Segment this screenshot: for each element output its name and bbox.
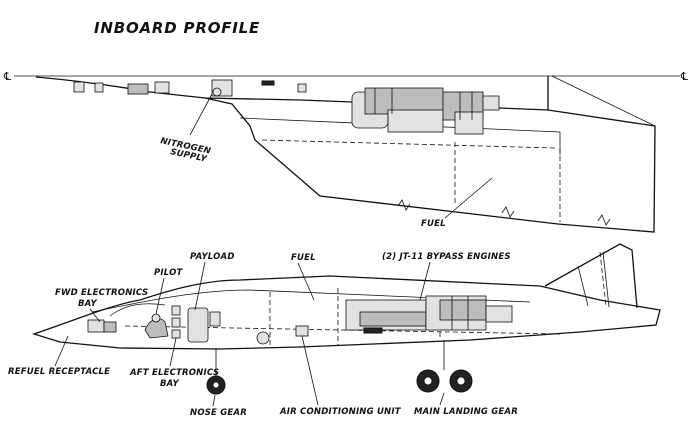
side-fin-dash xyxy=(599,251,607,307)
leader-nitrogen xyxy=(189,93,213,136)
side-view: PAYLOAD FUEL (2) JT-11 BYPASS ENGINES PI… xyxy=(8,243,661,418)
top-equipment-box-1 xyxy=(73,81,85,93)
top-break-mark-3 xyxy=(597,214,611,226)
top-equipment-box-5 xyxy=(297,83,307,93)
top-engine xyxy=(351,87,500,135)
label-payload: PAYLOAD xyxy=(190,252,235,262)
side-upper-inner xyxy=(91,289,531,313)
side-aft-bay-box-3 xyxy=(171,329,181,339)
top-equipment-box-2 xyxy=(94,82,104,93)
leader-refuel xyxy=(54,335,69,367)
side-canopy xyxy=(109,303,166,317)
label-side-fuel: FUEL xyxy=(291,253,316,263)
side-ac-dial xyxy=(256,331,270,345)
label-aft-electronics-line2: BAY xyxy=(160,379,179,389)
label-aft-electronics-line1: AFT ELECTRONICS xyxy=(129,368,219,378)
leader-aft-electronics xyxy=(169,337,177,367)
leader-engines xyxy=(419,261,431,301)
label-top-fuel: FUEL xyxy=(421,219,446,229)
top-inner-structure xyxy=(239,117,561,155)
leader-nose-gear xyxy=(212,394,216,407)
top-equipment-box-3 xyxy=(127,83,149,95)
top-tail-sweep xyxy=(551,75,656,127)
leader-top-fuel xyxy=(444,177,493,219)
top-fuselage-outline xyxy=(35,76,656,233)
drawing-title: INBOARD PROFILE xyxy=(94,19,260,37)
centerline-marker-left: ℄ xyxy=(3,70,11,83)
side-engine xyxy=(345,295,513,334)
side-fwd-bay-box-2 xyxy=(103,321,117,333)
leader-side-fuel xyxy=(297,262,315,301)
side-payload-hatch xyxy=(209,311,221,327)
label-fwd-electronics-line1: FWD ELECTRONICS xyxy=(55,288,148,298)
side-ac-unit xyxy=(295,325,309,337)
side-aft-bay-box-1 xyxy=(171,305,181,316)
side-fin-rib-2 xyxy=(602,251,610,308)
top-fuel-boundary xyxy=(261,139,556,149)
side-vertical-fin xyxy=(544,243,638,309)
label-main-landing-gear: MAIN LANDING GEAR xyxy=(414,407,518,417)
label-nose-gear: NOSE GEAR xyxy=(190,408,247,418)
top-nitrogen-tank xyxy=(212,87,222,97)
side-fwd-bay-box-1 xyxy=(87,319,105,333)
label-fwd-electronics-line2: BAY xyxy=(78,299,97,309)
side-pilot-head xyxy=(151,313,161,323)
side-payload-bay xyxy=(187,307,209,343)
side-fuselage-outline xyxy=(31,275,661,350)
top-break-mark-2 xyxy=(501,206,515,218)
label-air-conditioning-unit: AIR CONDITIONING UNIT xyxy=(279,407,402,417)
leader-main-gear xyxy=(439,392,445,406)
side-aft-bay-box-2 xyxy=(171,317,181,328)
top-view: NITROGEN SUPPLY FUEL xyxy=(35,75,656,233)
centerline-marker-right: ℄ xyxy=(680,70,688,83)
top-break-mark-1 xyxy=(397,199,411,211)
side-fin-rib-1 xyxy=(577,265,589,307)
label-refuel-receptacle: REFUEL RECEPTACLE xyxy=(8,367,110,377)
leader-pilot xyxy=(155,277,165,315)
top-equipment-box-4 xyxy=(154,81,170,94)
leader-payload xyxy=(194,261,206,311)
label-pilot: PILOT xyxy=(154,268,184,278)
top-equipment-dark xyxy=(261,80,275,86)
leader-fwd-electronics xyxy=(89,308,101,323)
leader-air-conditioning xyxy=(301,335,319,406)
label-engines: (2) JT-11 BYPASS ENGINES xyxy=(382,252,511,262)
